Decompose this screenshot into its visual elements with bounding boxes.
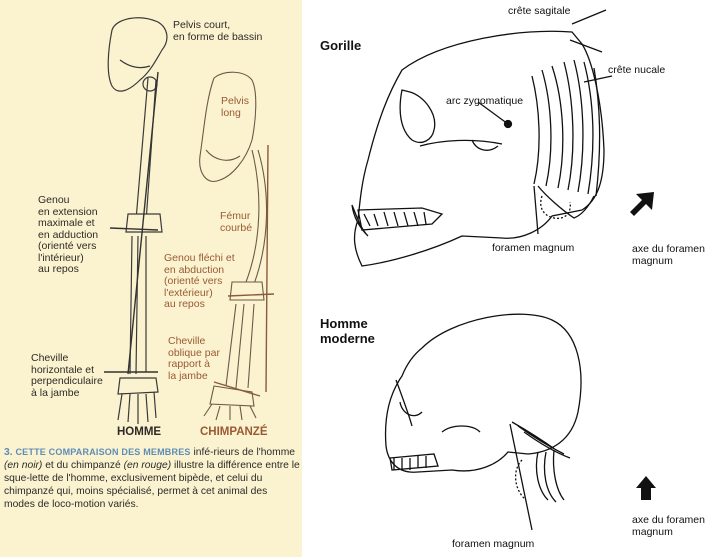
label-femur-courbe: Fémur courbé (220, 211, 252, 234)
label-cheville-chimpanze: Cheville oblique par rapport à la jambe (168, 336, 220, 382)
caption-italic-1: (en noir) (4, 460, 42, 471)
gorilla-skull (352, 10, 612, 266)
label-foramen-magnum-homme: foramen magnum (452, 538, 534, 550)
caption-text-1: infé-rieurs de l'homme (191, 447, 295, 458)
label-gorille: Gorille (320, 38, 361, 53)
leg-comparison-panel: Pelvis court, en forme de bassin Pelvis … (0, 0, 302, 557)
gorilla-axis-arrow (630, 192, 654, 216)
label-pelvis-court: Pelvis court, en forme de bassin (173, 20, 262, 43)
label-pelvis-long: Pelvis long (221, 96, 249, 119)
human-skull (386, 314, 581, 530)
label-foramen-magnum-gorille: foramen magnum (492, 242, 574, 254)
caption-text-2: et du chimpanzé (42, 460, 123, 471)
caption-number: 3. (4, 447, 13, 458)
human-leg-skeleton (108, 18, 167, 424)
label-genou-chimpanze: Genou fléchi et en abduction (orienté ve… (164, 253, 235, 311)
skull-comparison-panel: Gorille crête sagitale crête nucale arc … (302, 0, 714, 557)
figure-caption: 3. CETTE COMPARAISON DES MEMBRES infé-ri… (4, 446, 300, 511)
label-homme: HOMME (117, 427, 161, 439)
label-axe-foramen-homme: axe du foramen magnum (632, 514, 705, 538)
caption-italic-2: (en rouge) (124, 460, 172, 471)
label-crete-nucale: crête nucale (608, 64, 665, 76)
skulls-illustration (302, 0, 714, 557)
label-axe-foramen-gorille: axe du foramen magnum (632, 243, 705, 267)
caption-heading: CETTE COMPARAISON DES MEMBRES (15, 447, 190, 457)
label-crete-sagitale: crête sagitale (508, 5, 570, 17)
label-arc-zygomatique: arc zygomatique (446, 95, 523, 107)
label-genou-homme: Genou en extension maximale et en adduct… (38, 195, 98, 276)
label-homme-moderne: Homme moderne (320, 316, 375, 346)
label-cheville-homme: Cheville horizontale et perpendiculaire … (31, 353, 103, 399)
human-axis-arrow (636, 476, 656, 500)
label-chimpanze: CHIMPANZÉ (200, 427, 268, 439)
